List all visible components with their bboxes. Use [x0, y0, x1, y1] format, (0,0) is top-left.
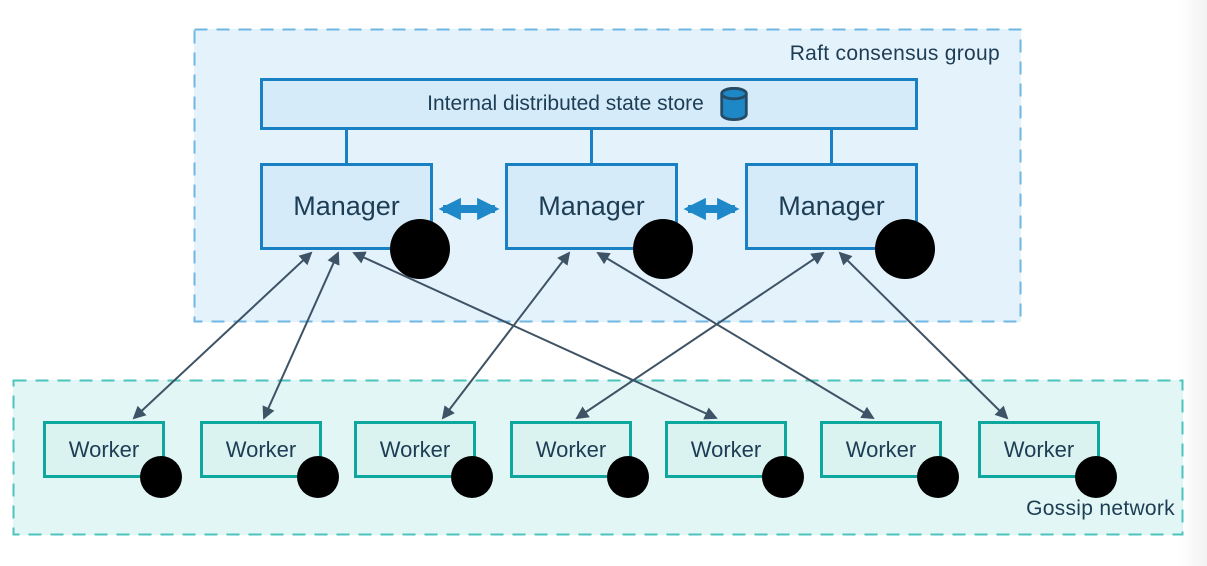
docker-icon: [390, 219, 450, 279]
worker-5-label: Worker: [690, 436, 762, 462]
database-cylinder-icon: [720, 87, 748, 121]
raft-group-label: Raft consensus group: [789, 42, 1000, 65]
docker-icon: [297, 456, 339, 498]
manager2-worker3-arrow: [441, 251, 571, 420]
worker-5-box: Worker: [665, 421, 787, 478]
manager3-worker7-arrow: [838, 251, 1009, 420]
manager-3-label: Manager: [778, 191, 885, 221]
docker-icon: [1075, 456, 1117, 498]
worker-6-label: Worker: [845, 436, 917, 462]
manager3-worker4-arrow: [575, 251, 825, 420]
docker-icon: [633, 219, 693, 279]
docker-icon: [140, 456, 182, 498]
gossip-network-label: Gossip network: [1026, 497, 1175, 520]
worker-1-box: Worker: [43, 421, 165, 478]
state-store-box: Internal distributed state store: [260, 78, 918, 130]
state-store-label: Internal distributed state store: [427, 92, 704, 115]
docker-icon: [875, 219, 935, 279]
docker-icon: [607, 456, 649, 498]
docker-icon: [917, 456, 959, 498]
manager1-worker1-arrow: [132, 251, 313, 420]
manager-1-box: Manager: [260, 163, 433, 250]
docker-icon: [762, 456, 804, 498]
manager1-worker2-arrow: [262, 251, 340, 420]
docker-icon: [451, 456, 493, 498]
worker-4-label: Worker: [535, 436, 607, 462]
manager-1-label: Manager: [293, 191, 400, 221]
worker-2-label: Worker: [225, 436, 297, 462]
worker-3-label: Worker: [379, 436, 451, 462]
worker-3-box: Worker: [354, 421, 476, 478]
manager-2-label: Manager: [538, 191, 645, 221]
worker-7-label: Worker: [1003, 436, 1075, 462]
worker-1-label: Worker: [68, 436, 140, 462]
